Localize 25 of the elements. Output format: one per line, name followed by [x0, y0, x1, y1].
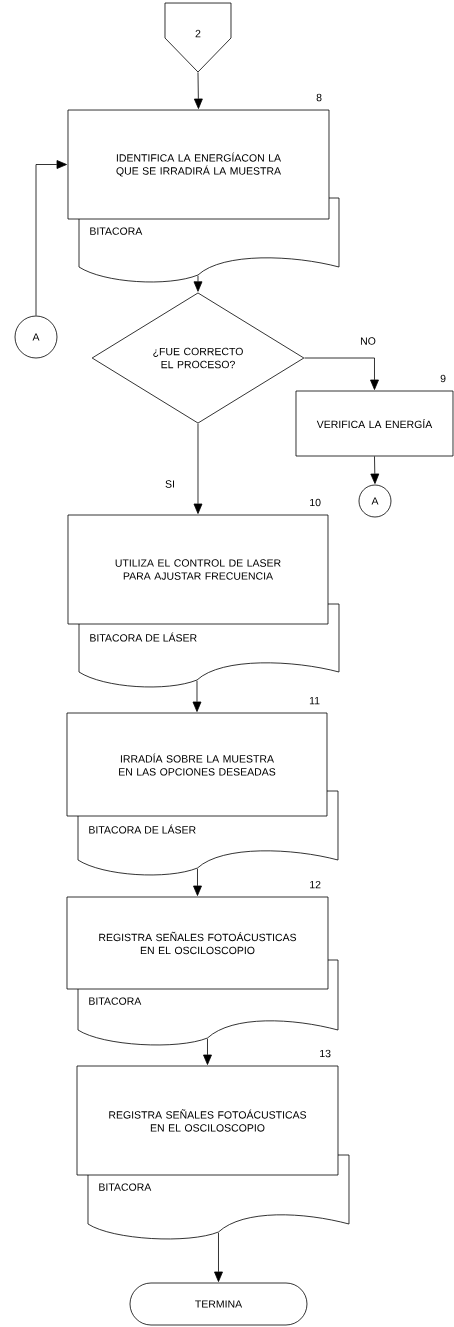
arrow: [35, 160, 67, 316]
arrow: [214, 1232, 223, 1282]
step-number: 8: [316, 93, 322, 102]
arrow: [304, 357, 379, 390]
process-box: REGISTRA SEÑALES FOTOÁCUSTICAS EN EL OSCILOSCOPIO: [66, 896, 329, 990]
off-page-connector: 2: [164, 2, 232, 73]
arrow: [193, 868, 202, 896]
step-number: 13: [320, 1049, 331, 1058]
edge-label: NO: [359, 336, 377, 346]
arrow: [193, 423, 203, 514]
edge-label: SI: [164, 479, 176, 489]
arrow: [203, 1038, 212, 1065]
step-number: 11: [309, 697, 320, 705]
step-number: 12: [310, 880, 321, 889]
step-number: 10: [310, 498, 321, 507]
arrow: [192, 680, 202, 712]
arrow: [193, 275, 203, 292]
process-box: REGISTRA SEÑALES FOTOÁCUSTICAS EN EL OSCILOSCOPIO: [76, 1065, 339, 1176]
step-number: 9: [440, 374, 446, 383]
process-box: VERIFICA LA ENERGÍA: [295, 390, 454, 457]
process-box: IRRADÍA SOBRE LA MUESTRA EN LAS OPCIONES DESEADAS: [66, 712, 328, 817]
arrow: [370, 456, 380, 484]
process-box: UTILIZA EL CONTROL DE LASER PARA AJUSTAR FRECUENCIA: [67, 514, 329, 625]
process-box: IDENTIFICA LA ENERGÍACON LA QUE SE IRRADIRÁ LA MUESTRA: [67, 109, 330, 220]
arrow: [193, 72, 203, 109]
